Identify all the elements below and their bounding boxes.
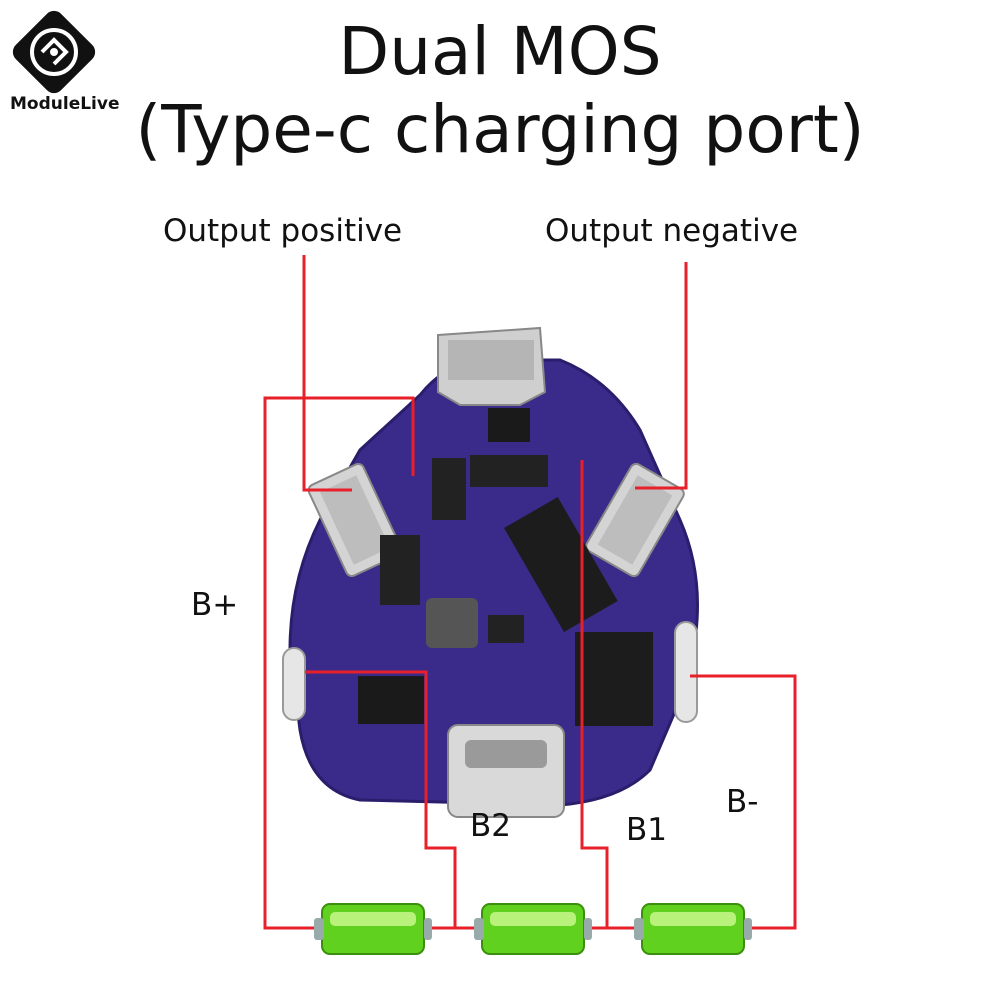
b2-slot bbox=[282, 647, 306, 721]
battery-icon bbox=[641, 903, 745, 955]
b-minus-slot bbox=[674, 621, 698, 723]
wire-b1 bbox=[580, 460, 609, 928]
ic1-chip bbox=[358, 676, 424, 724]
wire-output-positive bbox=[302, 255, 352, 492]
mosfet-d bbox=[504, 497, 618, 632]
label-output-negative: Output negative bbox=[545, 213, 799, 249]
label-b2: B2 bbox=[470, 808, 511, 844]
p-plus-tab bbox=[307, 462, 403, 578]
label-b1: B1 bbox=[626, 812, 667, 848]
wire-b-minus bbox=[690, 674, 797, 930]
circuit-logo-icon bbox=[12, 10, 96, 94]
label-b-plus: B+ bbox=[191, 587, 239, 623]
usb-c-port bbox=[447, 724, 565, 818]
inductor-4r7 bbox=[426, 598, 478, 648]
page-title: Dual MOS bbox=[338, 13, 662, 90]
wire-b2 bbox=[305, 670, 457, 928]
battery-1 bbox=[314, 903, 432, 955]
label-b-minus: B- bbox=[726, 784, 759, 820]
page-subtitle: (Type-c charging port) bbox=[135, 91, 865, 168]
brand-logo: ModuleLive bbox=[8, 6, 120, 118]
p-minus-tab bbox=[585, 462, 685, 578]
label-output-positive: Output positive bbox=[163, 213, 403, 249]
brand-name: ModuleLive bbox=[10, 94, 120, 114]
wire-output-negative bbox=[635, 262, 688, 490]
diode-ss34-b bbox=[380, 535, 420, 605]
wires bbox=[263, 255, 797, 930]
diode-ss34-a bbox=[432, 458, 466, 520]
mosfet-right bbox=[575, 632, 653, 726]
chip-u1 bbox=[488, 615, 524, 643]
battery-3 bbox=[634, 903, 752, 955]
battery-icon bbox=[481, 903, 585, 955]
diode-rs1m bbox=[470, 455, 548, 487]
wire-b-plus bbox=[263, 396, 415, 930]
mosfet-top bbox=[488, 408, 530, 442]
battery-2 bbox=[474, 903, 592, 955]
battery-icon bbox=[321, 903, 425, 955]
